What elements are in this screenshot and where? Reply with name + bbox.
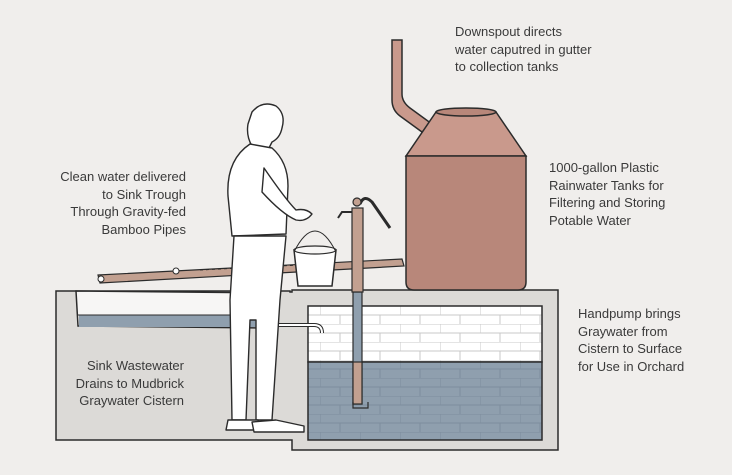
label-handpump: Handpump brings Graywater from Cistern t… [578, 305, 684, 375]
label-line: for Use in Orchard [578, 358, 685, 374]
label-line: to Sink Trough [102, 186, 186, 202]
label-line: 1000-gallon Plastic [549, 160, 659, 175]
label-line: to collection tanks [455, 59, 559, 74]
handpump-body [351, 207, 364, 293]
bucket [293, 249, 337, 287]
label-line: Rainwater Tanks for [549, 177, 664, 193]
label-tanks: 1000-gallon Plastic Rainwater Tanks for … [549, 159, 665, 229]
label-line: Bamboo Pipes [101, 221, 186, 237]
label-line: Handpump brings [578, 306, 681, 321]
label-line: Potable Water [549, 212, 631, 228]
label-line: Downspout directs [455, 24, 562, 39]
label-line: Graywater Cistern [79, 393, 184, 408]
label-line: water caputred in gutter [455, 41, 592, 57]
handpump-handle [358, 197, 392, 229]
label-line: Clean water delivered [60, 169, 186, 184]
rainwater-tank [405, 155, 527, 291]
label-line: Graywater from [578, 323, 668, 339]
cistern-water [307, 361, 543, 441]
sink-water [79, 315, 275, 327]
label-line: Drains to Mudbrick [75, 375, 184, 391]
label-clean-water: Clean water delivered to Sink Trough Thr… [6, 168, 186, 238]
label-line: Through Gravity-fed [70, 204, 186, 219]
label-line: Filtering and Storing [549, 195, 666, 210]
label-line: Cistern to Surface [578, 341, 683, 356]
person-figure [225, 103, 313, 433]
cistern-dry-bricks [307, 305, 543, 363]
label-line: Sink Wastewater [86, 358, 184, 373]
downspout [391, 39, 434, 133]
label-wastewater: Sink Wastewater Drains to Mudbrick Grayw… [20, 357, 184, 410]
handpump-spout [337, 211, 352, 219]
label-downspout: Downspout directs water caputred in gutt… [455, 23, 592, 76]
